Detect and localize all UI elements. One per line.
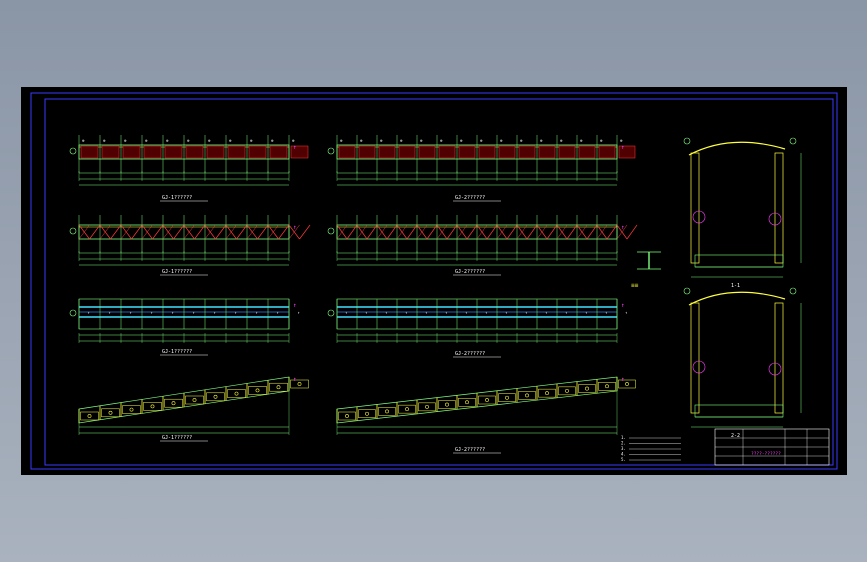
elev-2-title: GJ-1?????? xyxy=(162,269,192,275)
svg-text:⊕: ⊕ xyxy=(380,138,383,143)
svg-text:⊕: ⊕ xyxy=(480,138,483,143)
svg-text:⊕: ⊕ xyxy=(208,138,211,143)
svg-text:↑: ↑ xyxy=(585,310,587,315)
svg-text:↑: ↑ xyxy=(465,310,467,315)
svg-text:↑: ↑ xyxy=(505,310,507,315)
elev-1-title: GJ-1?????? xyxy=(162,195,192,201)
svg-text:↑: ↑ xyxy=(625,310,627,315)
svg-text:⊕: ⊕ xyxy=(250,138,253,143)
section-1-label: 1-1 xyxy=(731,283,740,289)
section-2-label: 2-2 xyxy=(731,433,740,439)
svg-text:↑: ↑ xyxy=(605,310,607,315)
drawing-frame xyxy=(30,92,838,470)
svg-text:⊕: ⊕ xyxy=(540,138,543,143)
svg-text:⊕: ⊕ xyxy=(440,138,443,143)
svg-text:↑: ↑ xyxy=(293,144,297,151)
svg-text:↑: ↑ xyxy=(425,310,427,315)
note-line: 3. xyxy=(621,446,626,451)
svg-text:⊕: ⊕ xyxy=(420,138,423,143)
svg-text:⊕: ⊕ xyxy=(124,138,127,143)
svg-text:≡≡: ≡≡ xyxy=(631,282,639,289)
svg-text:⊕: ⊕ xyxy=(103,138,106,143)
svg-text:⊕: ⊕ xyxy=(460,138,463,143)
section-2: 2-2 xyxy=(683,287,802,439)
svg-text:↑: ↑ xyxy=(345,310,347,315)
elev-2: ↑ GJ-1?????? xyxy=(69,215,311,276)
elev-7-title: GJ-2?????? xyxy=(455,351,485,357)
svg-text:⊕: ⊕ xyxy=(400,138,403,143)
elev-6: ↑ GJ-2?????? xyxy=(327,215,638,276)
svg-text:⊕: ⊕ xyxy=(145,138,148,143)
svg-text:↑: ↑ xyxy=(621,302,625,309)
elev-6-title: GJ-2?????? xyxy=(455,269,485,275)
svg-text:↑: ↑ xyxy=(109,310,111,315)
svg-text:↑: ↑ xyxy=(235,310,237,315)
elev-3: ↑↑↑↑↑↑↑↑↑↑↑↑GJ-1?????? xyxy=(69,298,300,356)
svg-text:↑: ↑ xyxy=(621,376,625,383)
elev-4-title: GJ-1?????? xyxy=(162,435,192,441)
svg-text:⊕: ⊕ xyxy=(166,138,169,143)
svg-text:↑: ↑ xyxy=(565,310,567,315)
svg-text:↑: ↑ xyxy=(405,310,407,315)
title-block: ????-?????? xyxy=(714,428,830,466)
svg-text:↑: ↑ xyxy=(214,310,216,315)
drawing-title: ????-?????? xyxy=(751,451,781,457)
svg-text:⊕: ⊕ xyxy=(560,138,563,143)
svg-text:⊕: ⊕ xyxy=(82,138,85,143)
elev-1: ⊕⊕⊕⊕⊕⊕⊕⊕⊕⊕⊕↑GJ-1?????? xyxy=(69,135,309,202)
elev-7: ↑↑↑↑↑↑↑↑↑↑↑↑↑↑↑↑GJ-2?????? xyxy=(327,298,627,358)
svg-text:↑: ↑ xyxy=(621,144,625,151)
note-line: 5. xyxy=(621,457,626,462)
svg-text:⊕: ⊕ xyxy=(229,138,232,143)
svg-text:↑: ↑ xyxy=(621,224,625,231)
svg-text:↑: ↑ xyxy=(193,310,195,315)
cad-drawing: ⊕⊕⊕⊕⊕⊕⊕⊕⊕⊕⊕↑GJ-1??????↑GJ-1??????↑↑↑↑↑↑↑… xyxy=(30,92,838,470)
svg-text:↑: ↑ xyxy=(545,310,547,315)
svg-text:↑: ↑ xyxy=(293,302,297,309)
notes-block: 1.2.3.4.5. xyxy=(621,435,681,462)
svg-text:↑: ↑ xyxy=(445,310,447,315)
svg-text:⊕: ⊕ xyxy=(600,138,603,143)
note-line: 2. xyxy=(621,441,626,446)
svg-text:↑: ↑ xyxy=(298,310,300,315)
note-line: 1. xyxy=(621,435,626,440)
svg-text:↑: ↑ xyxy=(88,310,90,315)
elev-5: ⊕⊕⊕⊕⊕⊕⊕⊕⊕⊕⊕⊕⊕⊕⊕↑GJ-2?????? xyxy=(327,135,636,202)
elev-4: ↑ GJ-1?????? xyxy=(78,376,309,442)
svg-text:⊕: ⊕ xyxy=(292,138,295,143)
elev-8: ↑ GJ-2?????? xyxy=(336,376,636,454)
svg-text:↑: ↑ xyxy=(385,310,387,315)
cad-viewport[interactable]: ⊕⊕⊕⊕⊕⊕⊕⊕⊕⊕⊕↑GJ-1??????↑GJ-1??????↑↑↑↑↑↑↑… xyxy=(21,87,847,475)
elev-8-title: GJ-2?????? xyxy=(455,447,485,453)
section-1: 1-1 xyxy=(683,137,802,289)
connection-detail: ≡≡ xyxy=(631,251,661,289)
elev-3-title: GJ-1?????? xyxy=(162,349,192,355)
svg-text:⊕: ⊕ xyxy=(500,138,503,143)
svg-text:↑: ↑ xyxy=(293,376,297,383)
svg-text:↑: ↑ xyxy=(172,310,174,315)
svg-text:⊕: ⊕ xyxy=(620,138,623,143)
note-line: 4. xyxy=(621,452,626,457)
svg-text:⊕: ⊕ xyxy=(340,138,343,143)
svg-text:↑: ↑ xyxy=(256,310,258,315)
svg-text:↑: ↑ xyxy=(277,310,279,315)
svg-text:⊕: ⊕ xyxy=(271,138,274,143)
svg-text:↑: ↑ xyxy=(151,310,153,315)
svg-text:↑: ↑ xyxy=(485,310,487,315)
svg-text:⊕: ⊕ xyxy=(360,138,363,143)
svg-text:↑: ↑ xyxy=(130,310,132,315)
elev-5-title: GJ-2?????? xyxy=(455,195,485,201)
svg-text:↑: ↑ xyxy=(365,310,367,315)
svg-text:⊕: ⊕ xyxy=(187,138,190,143)
svg-text:↑: ↑ xyxy=(525,310,527,315)
svg-text:⊕: ⊕ xyxy=(520,138,523,143)
svg-text:⊕: ⊕ xyxy=(580,138,583,143)
svg-text:↑: ↑ xyxy=(293,224,297,231)
